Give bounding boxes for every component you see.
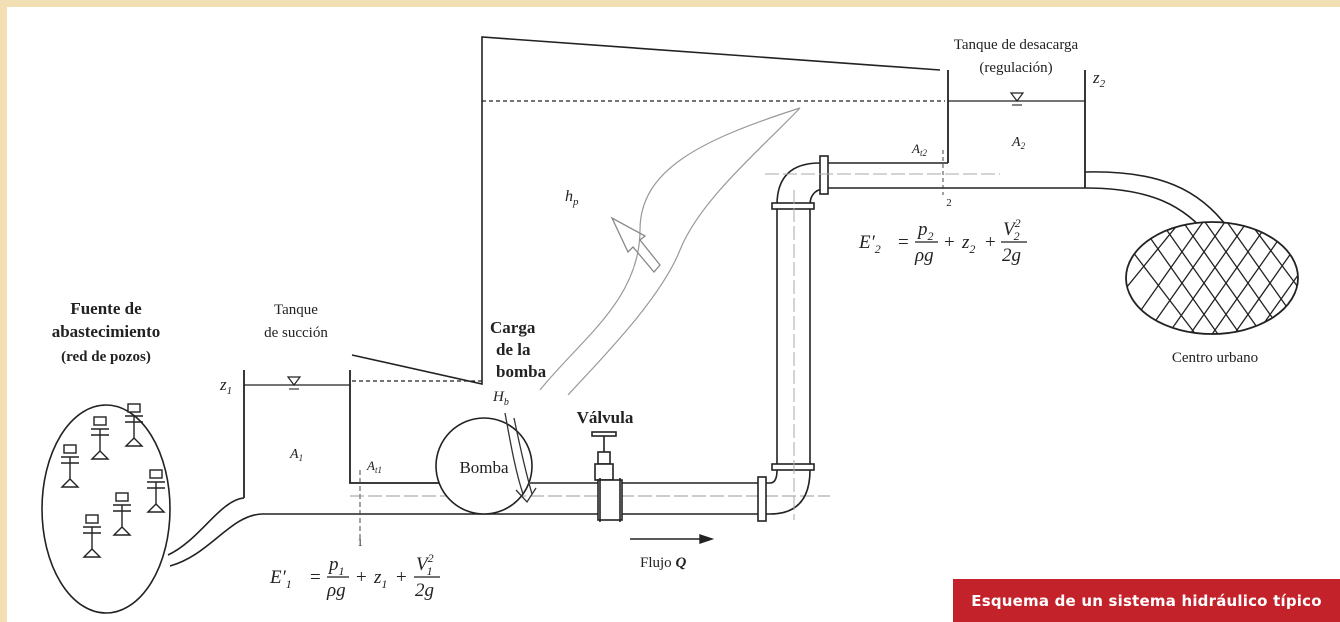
well-icon [124, 403, 144, 447]
source-label-1: Fuente de [70, 299, 142, 318]
svg-text:2g: 2g [415, 580, 434, 601]
suction-tank-label-2: de succión [264, 325, 328, 341]
well-icon [90, 416, 110, 460]
suction-pipe [262, 482, 598, 515]
flow-arrow [630, 534, 715, 544]
water-level-icon [1009, 92, 1025, 102]
svg-text:p2: p2 [916, 219, 934, 243]
svg-text:V22: V22 [1003, 216, 1021, 243]
reference-dashed-lines [352, 100, 945, 382]
svg-text:p1: p1 [327, 554, 345, 578]
discharge-tank-label-1: Tanque de desacarga [954, 37, 1079, 53]
svg-text:+: + [944, 232, 955, 253]
discharge-pipe [622, 155, 1085, 522]
svg-text:ρg: ρg [326, 580, 346, 601]
discharge-tank [947, 70, 1086, 188]
svg-text:+: + [985, 232, 996, 253]
pump-label: Bomba [459, 458, 509, 477]
source-label-2: abastecimiento [52, 322, 161, 341]
valve-label: Válvula [577, 408, 634, 427]
head-loss-label: hp [565, 188, 579, 208]
pump-head-label-1: Carga [490, 318, 536, 337]
svg-text:=: = [310, 567, 321, 588]
well-icon [146, 469, 166, 513]
svg-text:+: + [396, 567, 407, 588]
section-1-label: 1 [357, 537, 363, 549]
svg-text:z2: z2 [961, 232, 975, 256]
figure-caption: Esquema de un sistema hidráulico típico [953, 579, 1340, 622]
water-level-icon [286, 376, 302, 386]
svg-text:2g: 2g [1002, 245, 1021, 266]
head-loss-arrow [610, 216, 661, 274]
pump-head-label-3: bomba [496, 362, 547, 381]
svg-text:E′2: E′2 [858, 232, 881, 256]
pump-head-label-2: de la [496, 340, 531, 359]
supply-pipe [167, 497, 263, 567]
well-field [41, 403, 171, 614]
hydraulic-system-diagram: Fuente de abastecimiento (red de pozos) … [41, 36, 1299, 614]
pump [435, 417, 533, 515]
z1-label: z1 [219, 375, 232, 397]
energy-line [351, 36, 941, 385]
svg-text:ρg: ρg [914, 245, 934, 266]
svg-text:+: + [356, 567, 367, 588]
well-field-boundary [41, 404, 171, 614]
svg-text:V21: V21 [416, 551, 434, 578]
well-icon [112, 492, 132, 536]
flow-label: Flujo Q [640, 555, 686, 571]
suction-tank [243, 370, 440, 498]
head-loss-curve [539, 107, 801, 396]
section-2-label: 2 [946, 197, 952, 209]
suction-tank-label-1: Tanque [274, 302, 318, 318]
source-label-3: (red de pozos) [61, 349, 151, 365]
riser-centerline [765, 173, 1000, 520]
svg-text:z1: z1 [373, 567, 387, 591]
discharge-tank-label-2: (regulación) [979, 60, 1052, 76]
svg-text:E′1: E′1 [269, 567, 292, 591]
well-icon [82, 514, 102, 558]
well-icon [60, 444, 80, 488]
at2-label: At2 [911, 141, 927, 158]
a2-label: A2 [1011, 135, 1026, 151]
urban-center [1125, 221, 1299, 335]
pump-head-arrow [504, 412, 537, 504]
text-labels: Fuente de abastecimiento (red de pozos) … [52, 37, 1258, 571]
a1-label: A1 [289, 447, 303, 463]
diagram-frame: Fuente de abastecimiento (red de pozos) … [7, 7, 1340, 622]
z2-label: z2 [1092, 68, 1106, 90]
at1-label: At1 [366, 458, 382, 475]
well-icons [60, 403, 166, 558]
valve [591, 431, 623, 522]
pump-head-symbol: Hb [492, 389, 509, 408]
urban-center-label: Centro urbano [1172, 350, 1258, 366]
svg-text:=: = [898, 232, 909, 253]
